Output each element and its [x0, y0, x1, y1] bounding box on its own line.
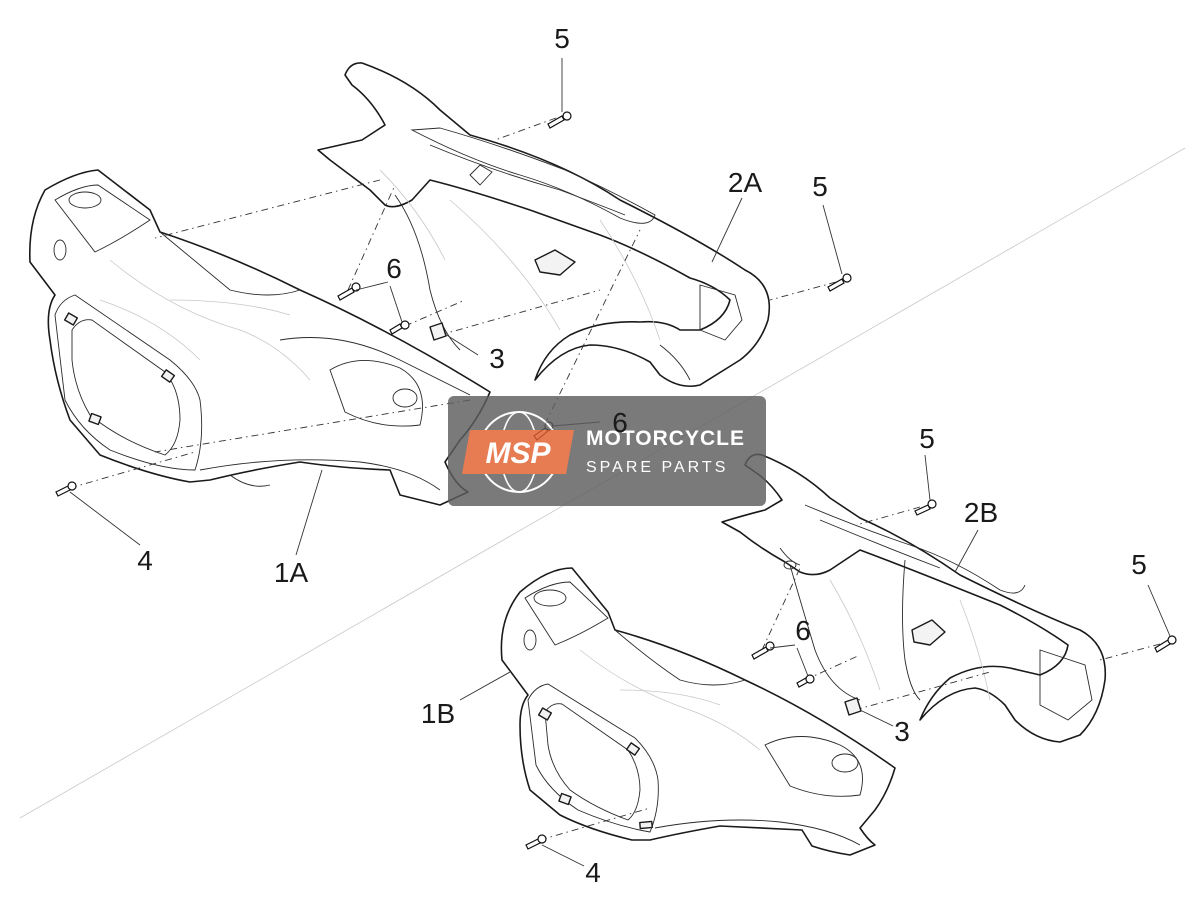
screw-6-lower — [751, 641, 775, 660]
screw-5-mid — [914, 499, 937, 516]
callout-labels: 5 2A 5 6 3 6 4 1A 5 2B 5 6 1B 3 4 — [137, 23, 1147, 888]
leader-lines — [69, 58, 1171, 867]
label-screw-6-mid: 6 — [612, 407, 628, 438]
label-part-1a: 1A — [274, 557, 309, 588]
screw-4-top — [55, 481, 77, 497]
label-clip-3-bottom: 3 — [894, 716, 910, 747]
label-screw-5-mid: 5 — [919, 423, 935, 454]
screw-5-top — [547, 111, 572, 129]
watermark-logo: MSP — [485, 437, 551, 470]
watermark-subtitle: SPARE PARTS — [586, 459, 728, 476]
watermark-title: MOTORCYCLE — [586, 427, 745, 450]
label-clip-3-top: 3 — [489, 343, 505, 374]
watermark-band — [448, 396, 766, 506]
screw-5-right-top — [827, 273, 852, 292]
label-screw-6-bottom: 6 — [795, 615, 811, 646]
label-screw-4-top: 4 — [137, 545, 153, 576]
label-screw-5-right-top: 5 — [812, 171, 828, 202]
assembly-lines — [69, 117, 1161, 841]
label-screw-6-top: 6 — [386, 253, 402, 284]
screw-6-mid — [389, 320, 410, 335]
screw-5-right-bottom — [1154, 635, 1177, 653]
label-part-2a: 2A — [728, 167, 763, 198]
label-part-2b: 2B — [964, 497, 998, 528]
rear-cover-2a — [317, 62, 771, 388]
rear-cover-2b — [721, 453, 1107, 743]
label-part-1b: 1B — [421, 698, 455, 729]
watermark: MSP MOTORCYCLE SPARE PARTS — [448, 396, 766, 506]
label-screw-4-bottom: 4 — [585, 857, 601, 888]
screw-6-top — [337, 282, 361, 301]
screw-6-lower-mid — [796, 674, 815, 688]
msp-logo-badge — [462, 430, 574, 474]
front-cover-1a — [28, 169, 491, 506]
label-screw-5-right-bottom: 5 — [1131, 549, 1147, 580]
clip-3-bottom — [844, 697, 862, 716]
label-screw-5-top: 5 — [554, 23, 570, 54]
clip-3-top — [429, 322, 447, 341]
screw-4-bottom — [525, 834, 547, 850]
front-cover-1b — [500, 567, 896, 856]
